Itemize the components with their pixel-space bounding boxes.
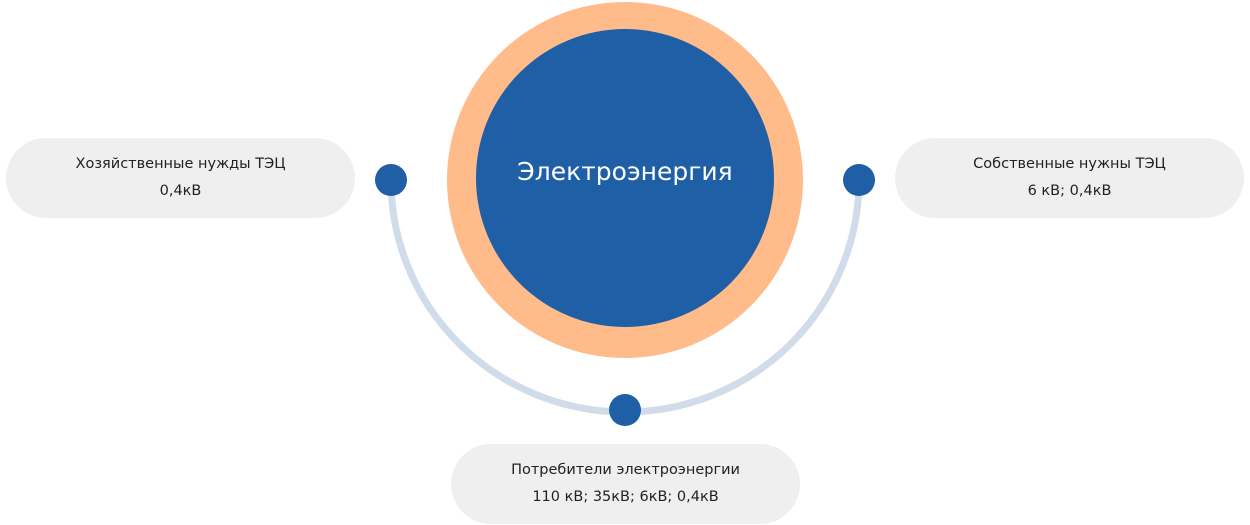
node-title: Потребители электроэнергии (511, 462, 740, 478)
node-consumers: Потребители электроэнергии 110 кВ; 35кВ;… (451, 444, 800, 524)
node-value: 0,4кВ (159, 183, 202, 199)
node-own-needs: Собственные нужны ТЭЦ 6 кВ; 0,4кВ (895, 138, 1244, 218)
node-value: 6 кВ; 0,4кВ (1027, 183, 1112, 199)
node-title: Собственные нужны ТЭЦ (973, 156, 1166, 172)
node-dot-right (843, 164, 875, 196)
node-dot-left (375, 164, 407, 196)
center-circle (476, 29, 774, 327)
node-value: 110 кВ; 35кВ; 6кВ; 0,4кВ (532, 489, 719, 505)
node-dot-bottom (609, 394, 641, 426)
node-household-needs: Хозяйственные нужды ТЭЦ 0,4кВ (6, 138, 355, 218)
center-label: Электроэнергия (517, 157, 733, 186)
node-title: Хозяйственные нужды ТЭЦ (75, 156, 286, 172)
